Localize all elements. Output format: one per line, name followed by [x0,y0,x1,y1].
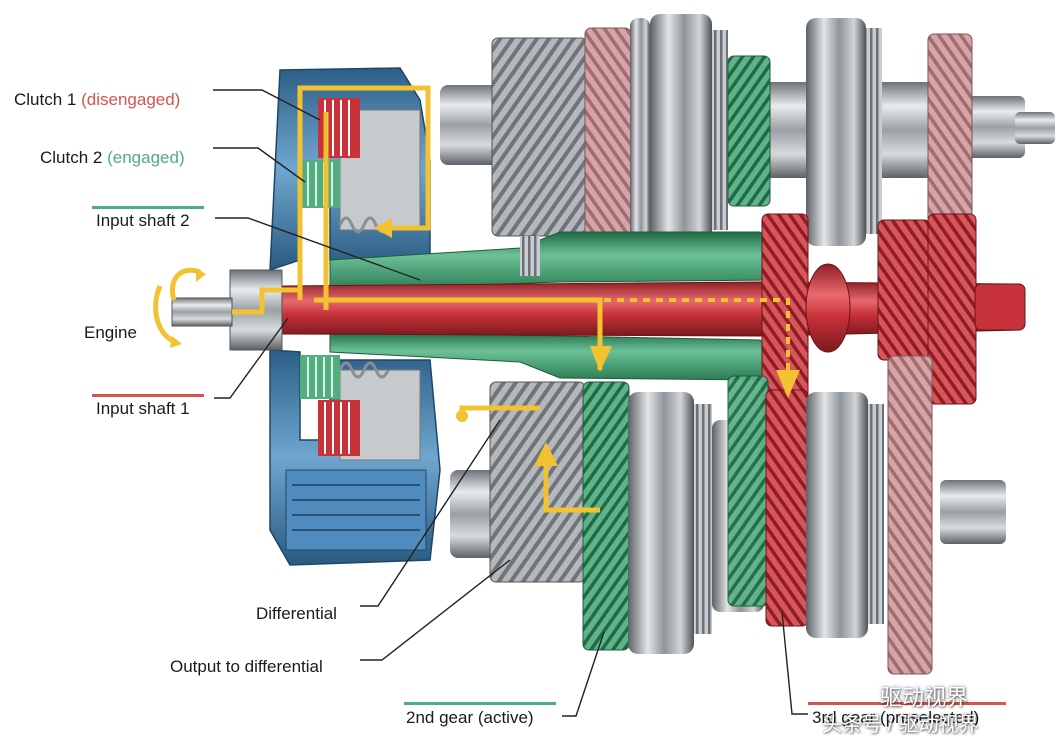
clutch-1-name: Clutch 1 [14,90,77,109]
output-to-differential-label: Output to differential [170,657,323,676]
preselect-flow-dashed [318,298,790,384]
input-shaft-2-underline [92,206,204,209]
clutch-2-state: (engaged) [107,148,185,167]
clutch-1-label: Clutch 1 (disengaged) [14,90,180,110]
lower-countershaft [450,355,1006,675]
clutch-2-name: Clutch 2 [40,148,103,167]
flow-arrowheads [374,218,800,466]
watermark-line-1: 驱动视界 [880,685,969,710]
input-shaft-2-label: Input shaft 2 [96,211,190,230]
clutch-1-state: (disengaged) [81,90,181,109]
watermark-line-2: 头条号 / 驱动视界 [822,714,979,736]
leader-lines [213,89,808,717]
engine-label: Engine [84,323,137,342]
input-shaft-2 [329,231,781,381]
clutch-2-plates [300,160,340,399]
preselected-gear-underline [808,702,1006,705]
input-shaft-1-underline [92,394,204,397]
input-shaft-1-label: Input shaft 1 [96,399,190,418]
upper-countershaft [440,14,1055,246]
clutch-2-label: Clutch 2 (engaged) [40,148,185,168]
second-gear-label: 2nd gear (active) [406,708,534,727]
second-gear-underline [404,702,556,705]
differential-label: Differential [256,604,337,623]
preselected-gear-label: 3rd gear (preselected) [812,708,980,727]
input-shaft-1 [281,213,1026,415]
